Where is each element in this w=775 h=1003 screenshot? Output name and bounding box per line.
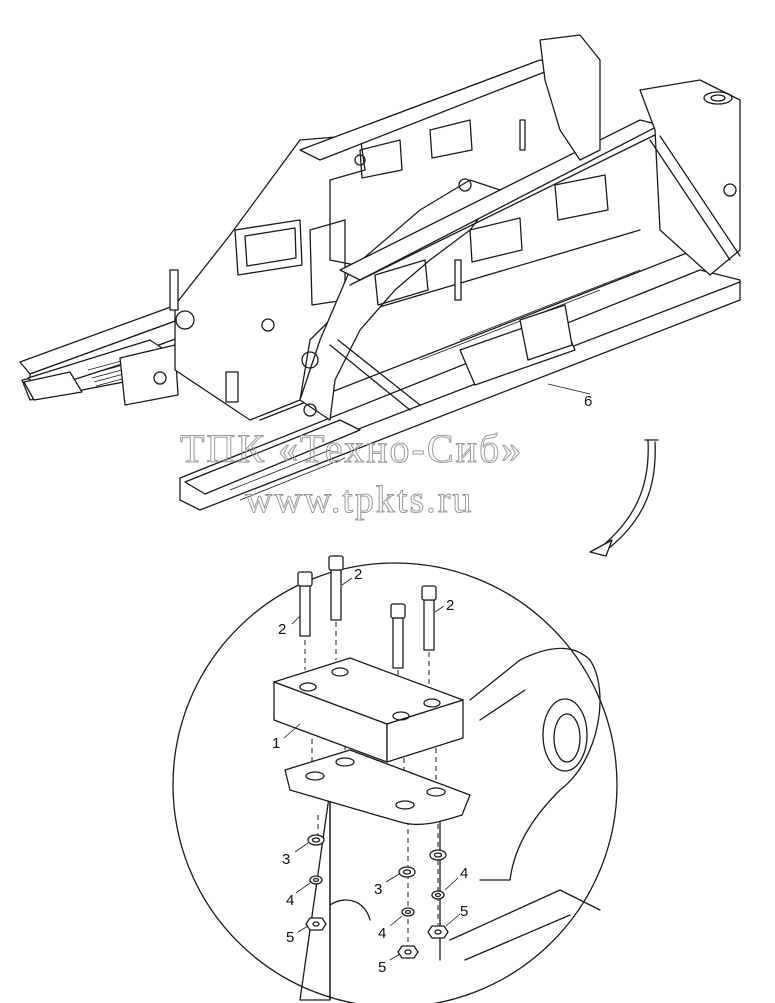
bolt [328, 555, 344, 621]
callout-label-3: 3 [374, 881, 382, 898]
callout-2-right: 2 [434, 597, 454, 614]
callout-3-center: 3 [374, 873, 400, 898]
watermark-line1: ТПК «Техно-Сиб» [180, 426, 523, 471]
lock-washer [431, 890, 445, 900]
callout-2-left: 2 [278, 615, 301, 638]
lock-washer [309, 875, 323, 885]
washer [398, 866, 416, 878]
callout-label-6: 6 [584, 393, 592, 410]
callout-label-2: 2 [278, 621, 286, 638]
callout-label-1: 1 [272, 735, 280, 752]
callout-5-left: 5 [286, 925, 309, 946]
washer [429, 849, 447, 861]
callout-4-center: 4 [378, 915, 403, 942]
lock-washer [401, 907, 415, 917]
watermark-line2: www.tpkts.ru [245, 479, 473, 521]
callout-label-4: 4 [286, 892, 294, 909]
nut [397, 945, 419, 959]
bolt [390, 603, 406, 669]
callout-label-3: 3 [282, 851, 290, 868]
watermark: ТПК «Техно-Сиб» www.tpkts.ru [180, 426, 523, 522]
nut [305, 917, 327, 931]
detail-view: 2 2 2 1 3 3 4 4 [172, 555, 618, 1003]
plate-block [273, 657, 464, 763]
callout-label-5: 5 [460, 903, 468, 920]
callout-label-2: 2 [354, 566, 362, 583]
machine-frame [19, 34, 741, 511]
callout-2-top: 2 [341, 566, 362, 586]
callout-label-5: 5 [286, 929, 294, 946]
bolt [421, 585, 437, 651]
callout-1: 1 [272, 723, 301, 752]
callout-label-4: 4 [378, 925, 386, 942]
callout-3-left: 3 [282, 842, 309, 868]
callout-4-right: 4 [444, 865, 468, 891]
callout-label-4: 4 [460, 865, 468, 882]
nut [427, 925, 449, 939]
bolt [297, 571, 313, 637]
callout-4-left: 4 [286, 882, 311, 909]
callout-6: 6 [547, 383, 592, 410]
washer [307, 834, 325, 846]
detail-arrow [589, 439, 659, 557]
callout-5-center: 5 [378, 953, 401, 976]
callout-label-5: 5 [378, 959, 386, 976]
callout-label-2: 2 [446, 597, 454, 614]
callout-5-right: 5 [445, 903, 468, 927]
flange-plate [284, 749, 471, 826]
